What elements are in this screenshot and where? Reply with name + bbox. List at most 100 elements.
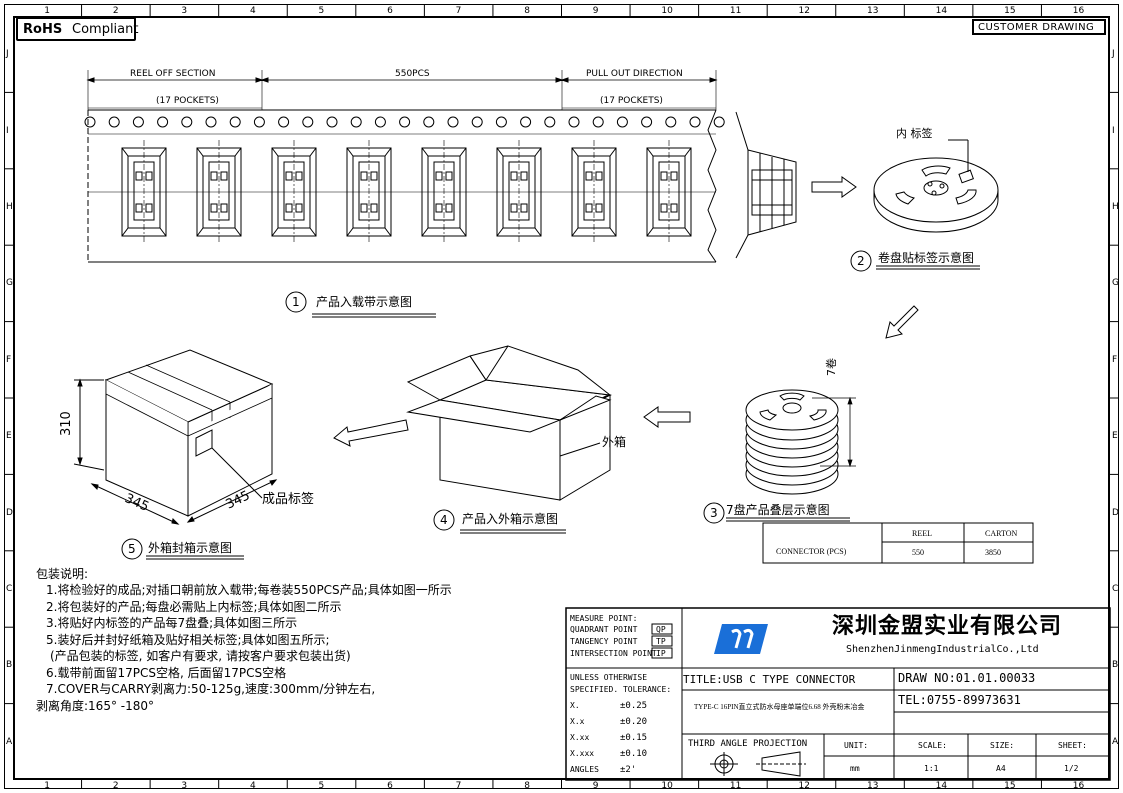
sprocket-hole [278,116,290,128]
customer-drawing-badge: CUSTOMER DRAWING [972,19,1106,35]
reel-front-view [873,139,999,233]
zone-row-label: F [1112,354,1118,365]
rohs-bold: RoHS [23,22,63,37]
outer-box-label: 外箱 [602,435,627,449]
sprocket-hole [423,116,435,128]
intersection-point-label: INTERSECTION POINT [570,649,657,658]
step4-number: 4 [440,513,448,527]
note-line: 剥离角度:165° -180° [36,698,154,713]
zone-column-label: 13 [867,781,879,791]
sprocket-hole [447,116,459,128]
title-text: TITLE:USB C TYPE CONNECTOR [683,673,856,686]
tape-pocket [571,140,617,244]
scale-label: SCALE: [918,741,947,750]
reel-side-view [735,111,797,259]
sprocket-hole [302,116,314,128]
zone-row-label: H [1112,202,1119,212]
title-block [565,607,1111,781]
pockets-right-label: (17 POCKETS) [600,96,663,106]
sprocket-hole [665,116,677,128]
note-line: 2.将包装好的产品;每盘必需贴上内标签;具体如图二所示 [46,599,342,614]
step2-number: 2 [857,254,865,268]
zone-column-label: 4 [249,781,256,791]
zone-column-label: 14 [935,781,948,791]
qty-row-label: CONNECTOR (PCS) [776,547,847,556]
zone-row-label: C [6,584,13,594]
reel-off-section-label: REEL OFF SECTION [130,69,216,79]
zone-column-label: 8 [524,6,530,16]
reel-stack [745,389,839,495]
notes-title: 包装说明: [36,567,89,581]
zone-row-label: H [6,202,13,212]
sprocket-hole [84,116,96,128]
sprocket-hole [520,116,532,128]
pockets-left-label: (17 POCKETS) [156,96,219,106]
company-name-en: ShenzhenJinmengIndustrialCo.,Ltd [846,644,1039,655]
zone-column-label: 13 [867,6,879,16]
zone-column-label: 4 [249,6,256,16]
qty-carton-value: 3850 [985,548,1001,557]
sprocket-hole [108,116,120,128]
zone-column-label: 16 [1072,781,1085,791]
qty-reel-value: 550 [912,548,924,557]
note-line: 1.将检验好的成品;对插口朝前放入载带;每卷装550PCS产品;具体如图一所示 [46,583,452,597]
tolerance-value: ±2' [620,765,637,775]
tolerance-value: ±0.20 [620,717,648,727]
zone-column-label: 5 [318,781,325,791]
zone-row-label: D [1112,507,1119,518]
sprocket-hole [713,116,725,128]
note-line: 7.COVER与CARRY剥离力:50-125g,速度:300mm/分钟左右, [46,682,376,696]
zone-column-label: 5 [318,6,325,16]
sprocket-hole [157,116,169,128]
step4-label: 产品入外箱示意图 [462,512,559,526]
zone-column-label: 1 [44,781,51,791]
note-line: 5.装好后并封好纸箱及贴好相关标签;具体如图五所示; [46,632,330,647]
step3-number: 3 [710,506,718,520]
zone-row-label: A [6,736,13,747]
pull-out-direction-label: PULL OUT DIRECTION [586,69,683,79]
inner-label-text: 内 标签 [896,127,933,140]
sheet-label: SHEET: [1058,741,1087,750]
ip-code: IP [656,649,666,658]
zone-row-label: E [6,431,12,442]
zone-column-label: 1 [44,6,51,16]
zone-column-label: 6 [387,781,393,791]
zone-column-label: 3 [181,6,188,16]
tape-pocket [271,140,317,244]
scale-value: 1:1 [924,764,939,773]
zone-row-label: B [1112,660,1119,671]
sealed-box [73,349,278,525]
qp-code: QP [656,625,666,634]
stack-count-label: 7卷 [825,358,838,376]
measure-point-label: MEASURE POINT: [570,614,638,623]
zone-column-label: 11 [729,6,742,16]
zone-column-label: 7 [455,6,462,16]
zone-column-label: 9 [592,6,599,16]
zone-column-label: 2 [112,781,119,791]
step1-number: 1 [292,295,300,309]
rohs-rest: Compliant [72,22,139,37]
zone-row-label: F [6,354,12,365]
sprocket-hole [689,116,701,128]
zone-column-label: 12 [798,6,810,16]
zone-column-label: 10 [661,6,673,16]
zone-row-label: C [1112,584,1119,594]
sprocket-hole [616,116,628,128]
zone-column-label: 9 [592,781,599,791]
projection-label: THIRD ANGLE PROJECTION [688,739,808,749]
tape-pocket [346,140,392,244]
qty-header-reel: REEL [912,529,932,538]
projection-symbol [710,751,806,777]
unless-otherwise: UNLESS OTHERWISE [570,673,648,682]
open-box [406,345,612,501]
unit-label: UNIT: [844,741,869,750]
zone-row-label: A [1112,736,1119,747]
customer-drawing-label: CUSTOMER DRAWING [978,22,1095,33]
tolerance-key: X. [570,701,580,710]
step2-label: 卷盘贴标签示意图 [878,251,975,265]
carrier-tape [84,70,725,263]
sprocket-hole [544,116,556,128]
tolerance-key: X.xx [570,733,590,742]
flow-arrows [333,176,919,447]
